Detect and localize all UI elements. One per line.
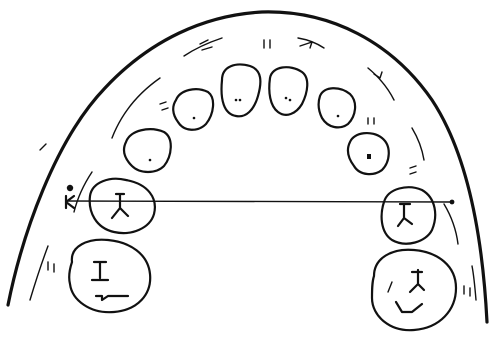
measurement-endpoint-left: [67, 185, 73, 191]
measurement-endpoint-right: [450, 200, 455, 205]
premolar-fissures: [112, 194, 412, 226]
gum-contour-strokes: [30, 38, 476, 300]
tick-marks: [40, 40, 470, 296]
tooth-molar-right: [372, 250, 456, 330]
tooth-lateral-incisor-left: [173, 89, 213, 130]
incisor-dots: [235, 97, 292, 102]
tooth-canine-right: [348, 133, 389, 174]
tooth-premolar-right: [382, 187, 436, 243]
tooth-central-incisor-right: [269, 67, 307, 115]
tooth-canine-left: [124, 129, 171, 172]
canine-mark-right: [367, 154, 371, 159]
canine-dot-left: [149, 159, 152, 162]
tooth-molar-left: [69, 240, 150, 312]
lateral-dot-right: [337, 115, 340, 118]
tooth-premolar-left: [90, 179, 155, 233]
measurement-line: [66, 185, 454, 208]
lateral-dot-left: [193, 117, 196, 120]
tooth-central-incisor-left: [222, 65, 261, 117]
tooth-lateral-incisor-right: [319, 88, 355, 127]
